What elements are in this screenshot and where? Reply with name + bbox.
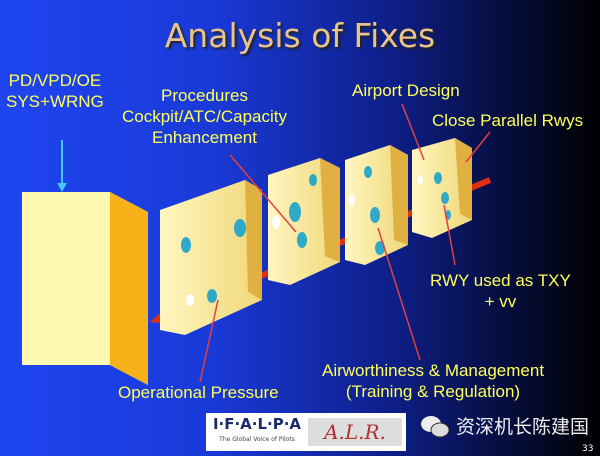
label-line: + vv bbox=[484, 292, 517, 311]
wechat-icon bbox=[421, 416, 450, 438]
alr-logo: A.L.R. bbox=[308, 418, 402, 446]
label-line: PD/VPD/OE bbox=[8, 71, 102, 90]
ifalpa-alr-logo: I·F·A·L·P·A The Global Voice of Pilots A.… bbox=[206, 413, 406, 451]
watermark: 资深机长陈建国 bbox=[420, 414, 589, 440]
ifalpa-text: I·F·A·L·P·A bbox=[212, 415, 302, 433]
cheese-slice bbox=[268, 158, 340, 285]
label-line: Procedures bbox=[161, 86, 248, 105]
airworthiness-label: Airworthiness & Management (Training & R… bbox=[322, 360, 544, 402]
label-line: RWY used as TXY bbox=[430, 271, 571, 290]
hazard-block bbox=[22, 192, 148, 385]
slide-title: Analysis of Fixes bbox=[164, 16, 436, 55]
cheese-slice bbox=[160, 180, 262, 335]
cheese-slice bbox=[412, 138, 472, 238]
label-line: Enhancement bbox=[152, 128, 257, 147]
label-line: Cockpit/ATC/Capacity bbox=[122, 107, 288, 126]
operational-pressure-label: Operational Pressure bbox=[118, 383, 279, 402]
procedures-label: Procedures Cockpit/ATC/Capacity Enhancem… bbox=[122, 85, 287, 148]
hazard-arrow bbox=[57, 140, 67, 192]
rwy-txy-label: RWY used as TXY + vv bbox=[430, 270, 571, 312]
label-line: SYS+WRNG bbox=[6, 92, 104, 111]
label-line: (Training & Regulation) bbox=[345, 382, 521, 401]
ifalpa-logo: I·F·A·L·P·A The Global Voice of Pilots bbox=[206, 417, 308, 447]
ifalpa-tagline: The Global Voice of Pilots bbox=[219, 436, 295, 443]
label-line: Airworthiness & Management bbox=[322, 361, 545, 380]
hazards-label: PD/VPD/OE SYS+WRNG bbox=[6, 70, 104, 112]
cheese-slice bbox=[345, 145, 408, 265]
airport-design-label: Airport Design bbox=[352, 81, 460, 100]
close-parallel-label: Close Parallel Rwys bbox=[432, 111, 584, 130]
page-number: 33 bbox=[582, 444, 594, 454]
pointer-lines bbox=[199, 103, 491, 383]
watermark-text: 资深机长陈建国 bbox=[456, 416, 590, 438]
